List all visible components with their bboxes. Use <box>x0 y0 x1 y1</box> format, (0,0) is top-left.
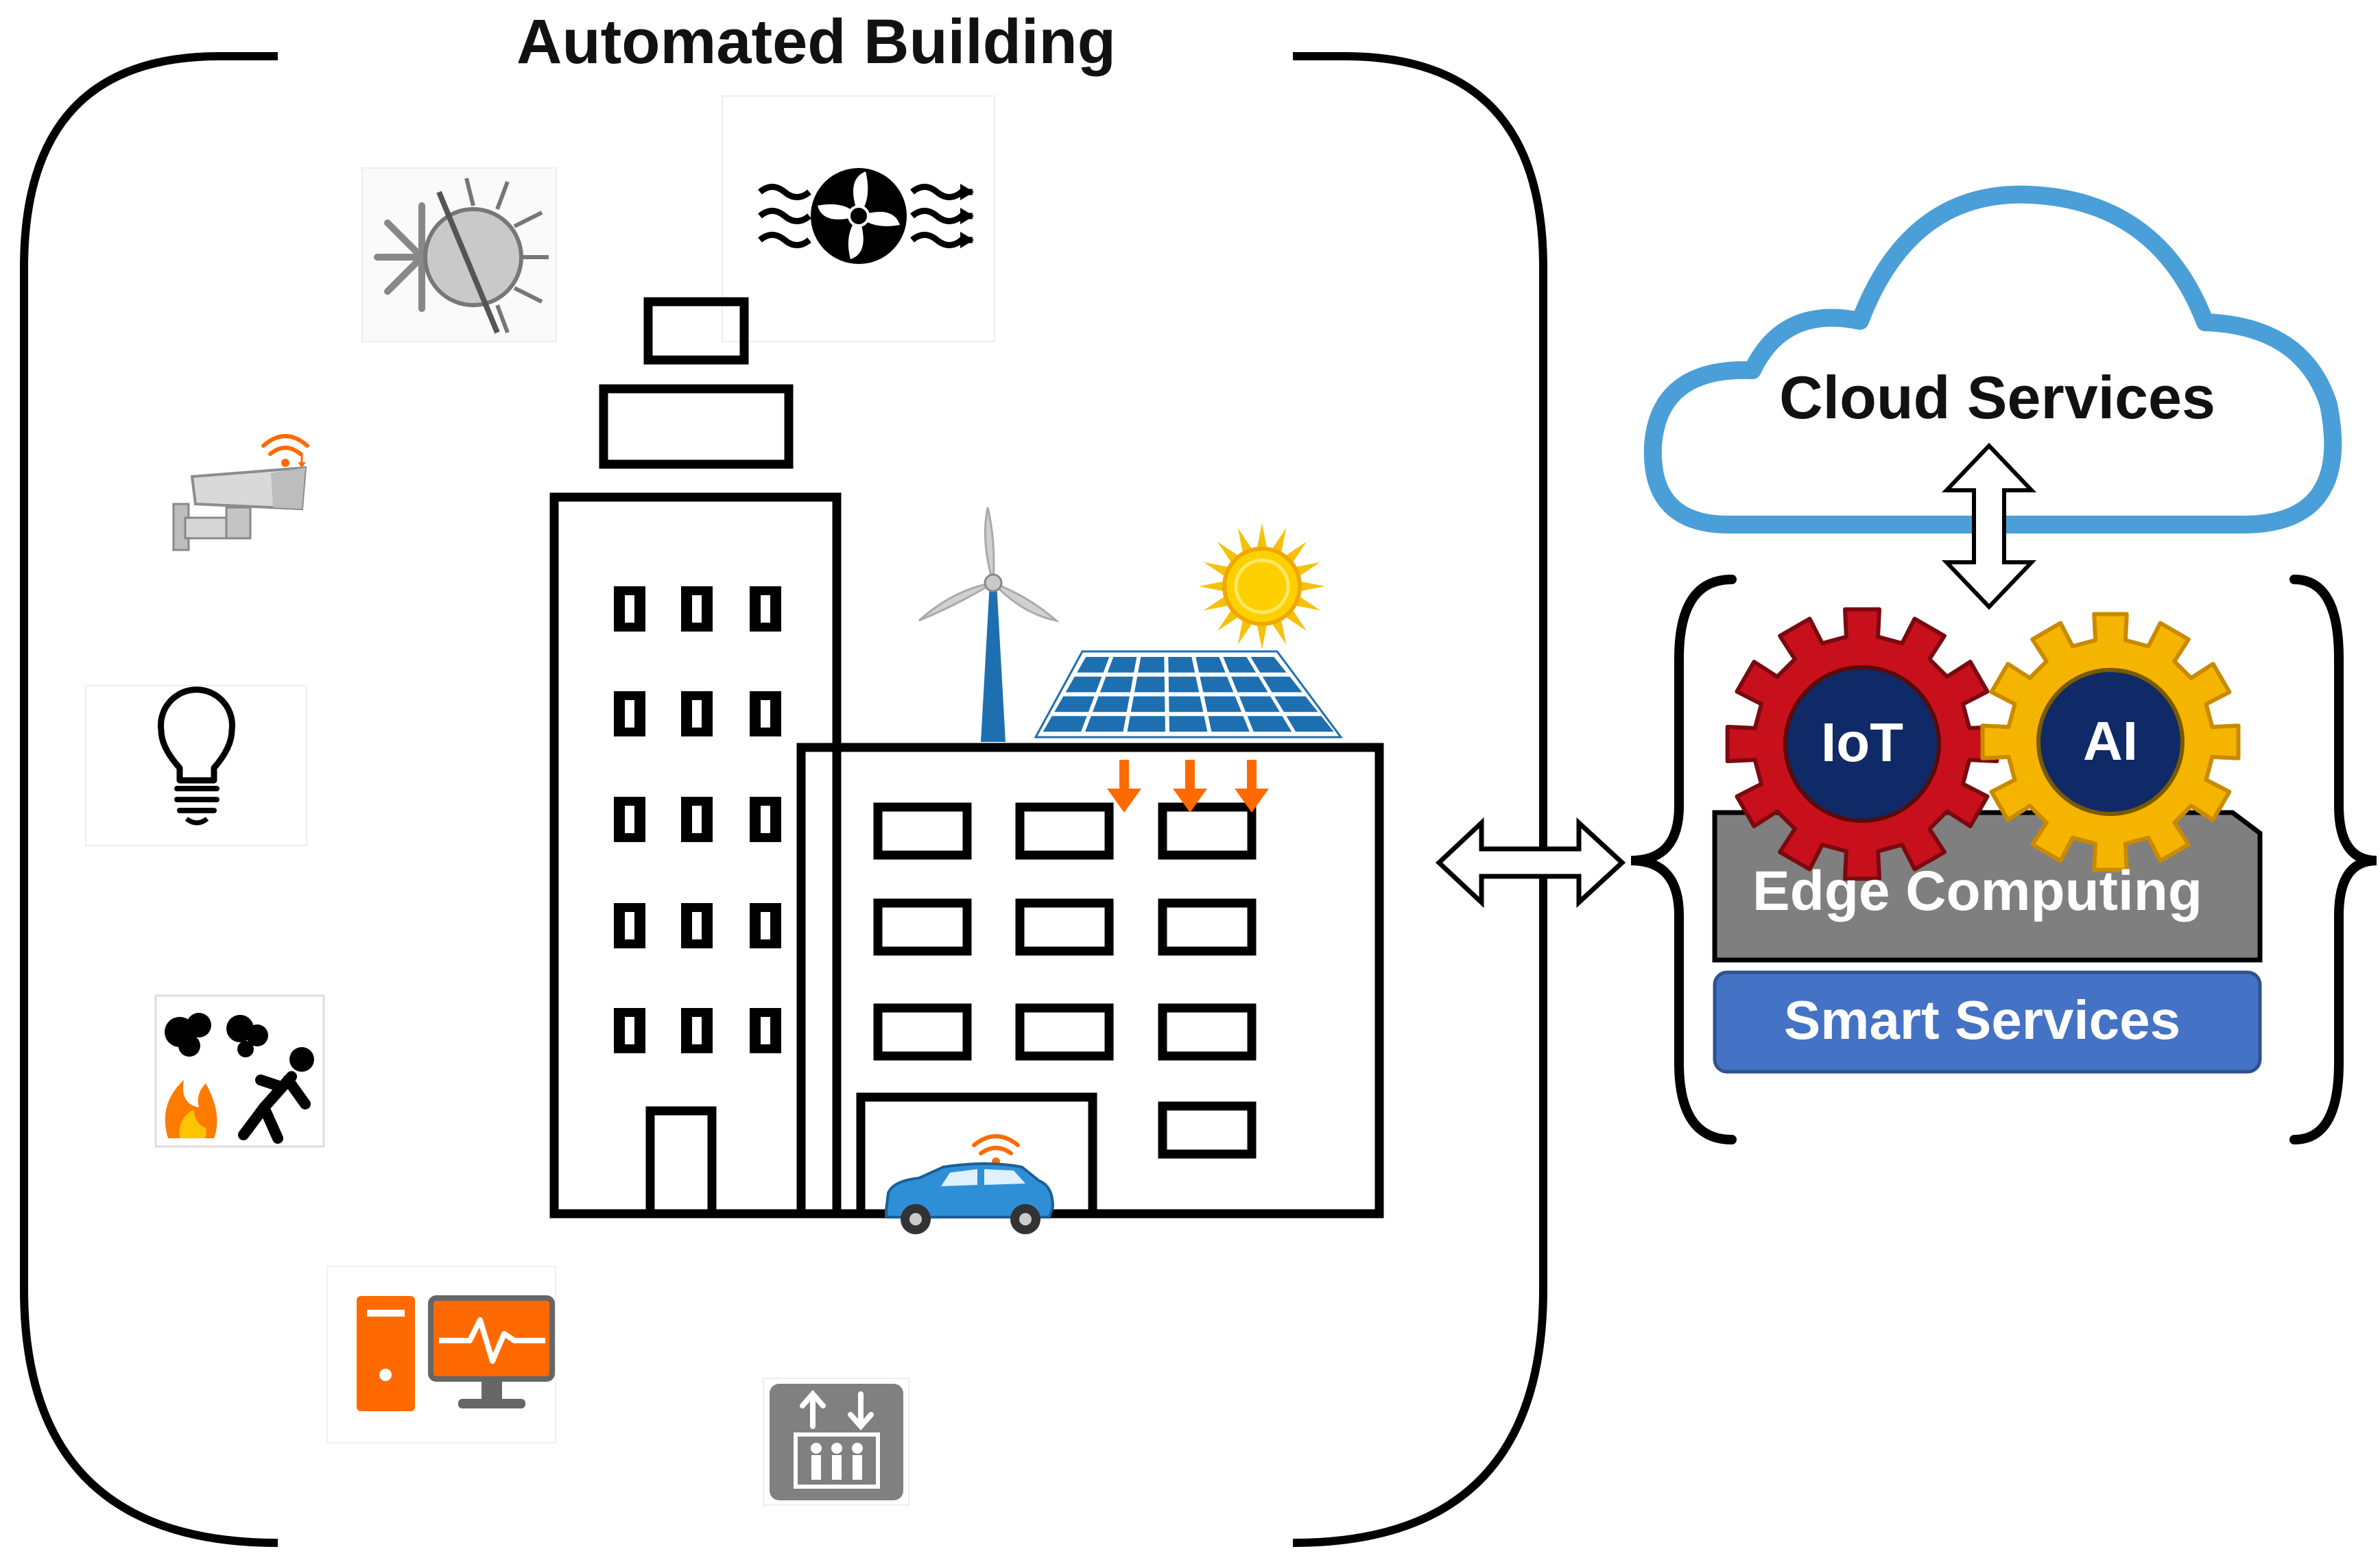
lightbulb-icon <box>85 685 307 846</box>
cloud-services: Cloud Services <box>1643 185 2342 533</box>
ai-gear-icon: AI <box>1980 612 2241 872</box>
iot-label: IoT <box>1821 712 1903 773</box>
solar-panel-icon <box>1034 650 1343 739</box>
ai-label: AI <box>2083 710 2138 771</box>
smart-services-box: Smart Services <box>1713 970 2262 1074</box>
cloud-label: Cloud Services <box>1779 363 2215 431</box>
energy-arrows <box>1107 760 1269 813</box>
ventilation-fan-icon <box>722 95 995 342</box>
sun-icon <box>1199 523 1325 649</box>
vertical-bidirectional-arrow-icon <box>1941 442 2037 610</box>
iot-gear-icon: IoT <box>1725 607 1999 881</box>
security-camera-icon <box>172 434 309 551</box>
building-frame <box>20 52 1547 1547</box>
cloud-shape <box>1643 185 2342 533</box>
bidirectional-arrow-icon <box>1435 817 1626 909</box>
frame-title: Automated Building <box>516 7 1116 77</box>
fire-alarm-icon <box>154 994 325 1148</box>
heating-cooling-icon <box>361 167 557 342</box>
computer-monitoring-icon <box>326 1266 556 1443</box>
smart-services-label: Smart Services <box>1784 989 2180 1051</box>
wind-turbine-icon <box>918 507 1060 742</box>
edge-computing-label: Edge Computing <box>1752 860 2202 922</box>
elevator-icon <box>763 1378 909 1506</box>
electric-car-icon <box>885 1134 1055 1234</box>
building <box>549 297 1384 1219</box>
edge-group-braces <box>1630 575 2377 1144</box>
